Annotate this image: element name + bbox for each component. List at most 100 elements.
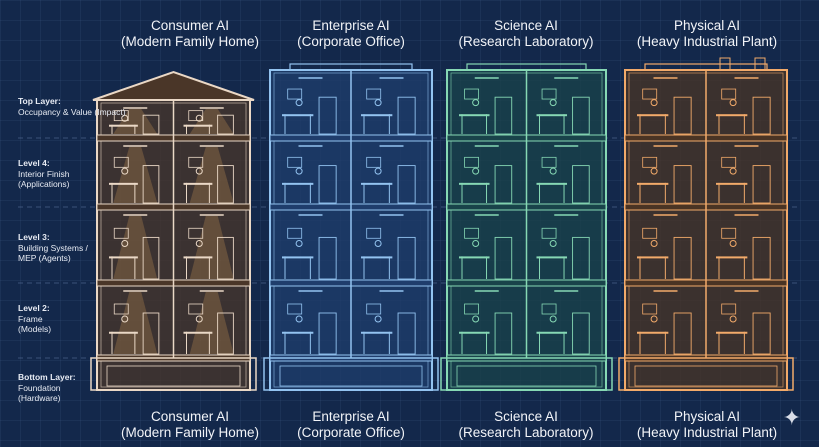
wall-panel: [541, 227, 557, 239]
column-subtitle: (Corporate Office): [297, 34, 405, 49]
layer-label-level2: Level 2:Frame (Models): [18, 303, 58, 335]
figure: [121, 239, 129, 247]
table: [459, 182, 490, 185]
figure: [374, 315, 382, 323]
table: [536, 331, 568, 334]
foundation-footing: [106, 365, 241, 387]
layer-title: Level 4:: [18, 158, 50, 168]
table: [282, 331, 314, 334]
cabinet: [217, 312, 234, 355]
table: [716, 256, 748, 259]
wall-panel: [188, 110, 204, 122]
wall-panel: [366, 303, 382, 315]
column-subtitle: (Research Laboratory): [458, 425, 594, 440]
wall-panel: [721, 156, 737, 168]
table: [459, 331, 490, 334]
cabinet: [318, 96, 337, 135]
figure: [195, 315, 203, 323]
cabinet: [572, 312, 590, 355]
wall-panel: [287, 303, 303, 315]
column-name: Physical AI: [673, 409, 741, 424]
figure: [729, 167, 737, 175]
wall-panel: [642, 227, 658, 239]
wall-panel: [642, 156, 658, 168]
cabinet: [752, 312, 771, 355]
title-physical-bottom: Physical AI(Heavy Industrial Plant): [622, 409, 792, 441]
layer-title: Top Layer:: [18, 96, 61, 106]
cabinet: [142, 114, 160, 135]
cabinet: [673, 312, 692, 355]
wall-panel: [721, 303, 737, 315]
figure: [472, 239, 480, 247]
wall-panel: [287, 156, 303, 168]
cabinet: [494, 96, 513, 135]
cabinet: [397, 236, 416, 280]
title-science-bottom: Science AI(Research Laboratory): [441, 409, 611, 441]
wall-panel: [366, 156, 382, 168]
table: [183, 124, 213, 127]
figure: [472, 99, 480, 107]
wall-panel: [464, 227, 479, 239]
wall-panel: [287, 227, 303, 239]
figure: [729, 315, 737, 323]
foundation-footing: [279, 365, 423, 387]
sparkle-icon: ✦: [782, 405, 801, 430]
light-glow: [113, 292, 158, 354]
figure: [121, 114, 129, 122]
wall-panel: [464, 88, 479, 100]
wall-panel: [541, 88, 557, 100]
figure: [729, 239, 737, 247]
cabinet: [572, 165, 590, 204]
table: [536, 256, 568, 259]
wall-panel: [464, 303, 479, 315]
light-glow: [113, 147, 158, 203]
cabinet: [318, 165, 337, 204]
title-consumer-top: Consumer AI(Modern Family Home): [105, 18, 275, 50]
table: [183, 331, 213, 334]
layer-title: Level 2:: [18, 303, 50, 313]
column-subtitle: (Modern Family Home): [120, 425, 260, 440]
cabinet: [494, 236, 513, 280]
cabinet: [673, 165, 692, 204]
column-subtitle: (Heavy Industrial Plant): [636, 34, 778, 49]
light-glow: [189, 109, 234, 134]
table: [716, 114, 748, 117]
title-consumer-bottom: Consumer AI(Modern Family Home): [105, 409, 275, 441]
cabinet: [572, 236, 590, 280]
wall-panel: [642, 303, 658, 315]
layer-label-bottom: Bottom Layer:Foundation (Hardware): [18, 372, 78, 404]
wall-panel: [464, 156, 479, 168]
table: [361, 182, 393, 185]
figure: [295, 99, 303, 107]
figure: [650, 315, 658, 323]
table: [109, 331, 138, 334]
figure: [295, 315, 303, 323]
table: [459, 114, 490, 117]
cabinet: [397, 165, 416, 204]
figure: [650, 239, 658, 247]
column-name: Consumer AI: [150, 18, 230, 33]
foundation: [440, 357, 613, 391]
cabinet: [217, 165, 234, 204]
cabinet: [142, 236, 160, 280]
wall-panel: [366, 88, 382, 100]
figure: [549, 239, 557, 247]
light-glow: [189, 216, 234, 279]
table: [109, 124, 138, 127]
layer-desc: Frame (Models): [18, 313, 52, 335]
figure: [472, 167, 480, 175]
wall-panel: [188, 227, 204, 239]
light-glow: [189, 147, 234, 203]
cabinet: [752, 165, 771, 204]
layer-label-level4: Level 4:Interior Finish (Applications): [18, 158, 100, 190]
table: [536, 182, 568, 185]
column-subtitle: (Modern Family Home): [120, 34, 260, 49]
layer-desc: Building Systems / MEP (Agents): [18, 242, 88, 264]
cabinet: [397, 312, 416, 355]
table: [637, 331, 669, 334]
cabinet: [752, 96, 771, 135]
figure: [295, 239, 303, 247]
figure: [549, 99, 557, 107]
cabinet: [397, 96, 416, 135]
